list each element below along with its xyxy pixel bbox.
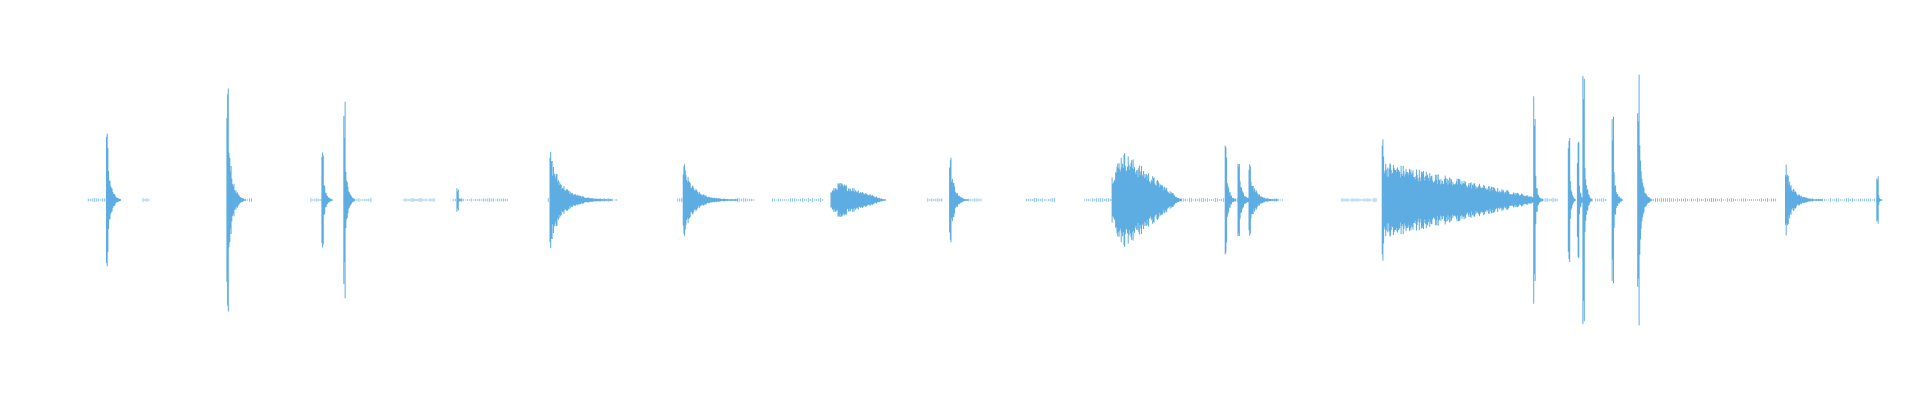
waveform-event bbox=[106, 133, 121, 267]
waveform-event bbox=[1567, 138, 1576, 262]
waveform-noise-segment bbox=[1341, 197, 1377, 203]
waveform-noise-segment bbox=[403, 198, 435, 202]
waveform-event bbox=[949, 157, 969, 243]
waveform-event bbox=[1533, 96, 1542, 304]
waveform-noise-segment bbox=[927, 198, 943, 202]
waveform-event bbox=[1381, 139, 1543, 261]
waveform-event bbox=[549, 151, 613, 249]
waveform-event bbox=[343, 101, 355, 299]
waveform-event bbox=[830, 183, 887, 217]
waveform-event bbox=[1876, 176, 1883, 224]
waveform-noise-segment bbox=[772, 197, 824, 203]
waveform-event bbox=[1248, 164, 1279, 236]
waveform-event bbox=[1582, 75, 1593, 325]
waveform-event bbox=[1611, 116, 1624, 284]
waveform-noise-segment bbox=[1025, 197, 1055, 203]
waveform-event bbox=[1785, 164, 1823, 236]
waveform-noise-segment bbox=[1639, 197, 1776, 203]
waveform-event bbox=[1637, 74, 1653, 326]
waveform-event bbox=[1224, 145, 1237, 255]
waveform-event bbox=[226, 88, 246, 312]
waveform-events bbox=[106, 74, 1883, 326]
waveform-event bbox=[456, 188, 463, 212]
waveform-noise-segment bbox=[1084, 197, 1114, 203]
waveform-noise-segment bbox=[87, 197, 107, 203]
waveform-event bbox=[1111, 153, 1182, 247]
waveform-event bbox=[321, 152, 333, 248]
waveform-noise-segment bbox=[142, 198, 150, 202]
waveform-event bbox=[682, 164, 739, 236]
waveform-noise-segment bbox=[1595, 198, 1607, 202]
